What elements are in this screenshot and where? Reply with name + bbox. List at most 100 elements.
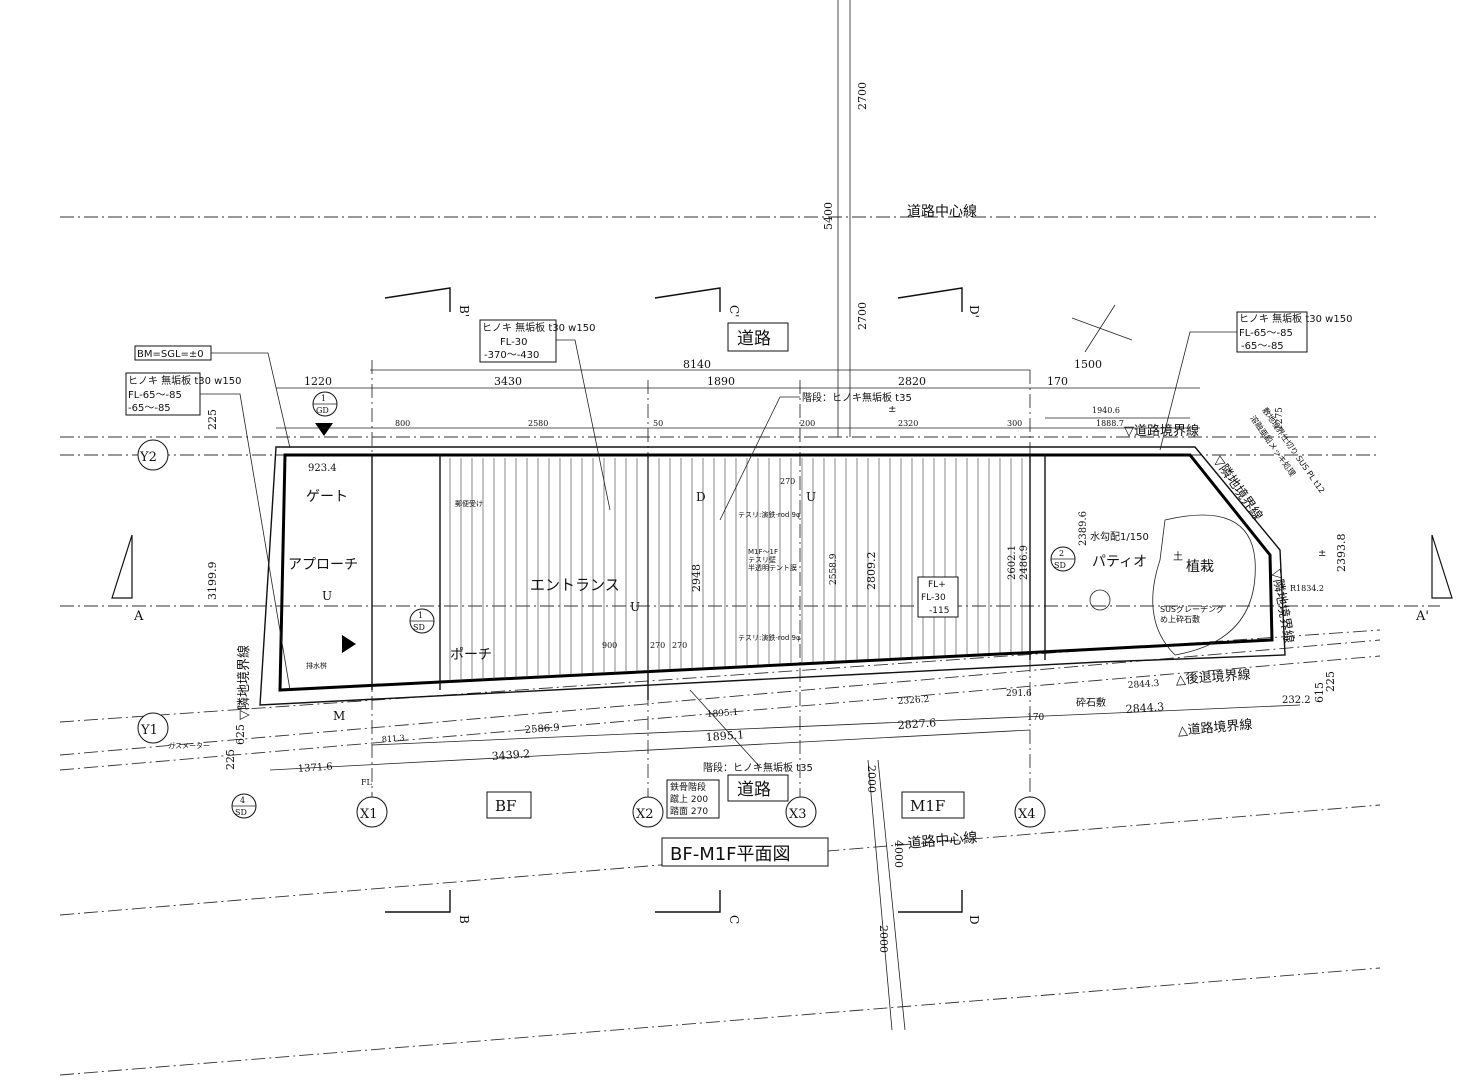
dim-2820: 2820 xyxy=(898,375,926,388)
tag-sd1-type: SD xyxy=(413,623,425,632)
tag-sd1-number: 1 xyxy=(418,611,423,620)
dim-b-811-3: 811.3 xyxy=(382,733,405,744)
section-d2-label: D' xyxy=(967,305,981,318)
dim-1890: 1890 xyxy=(707,375,735,388)
drain-note: 排水桝 xyxy=(306,661,327,670)
site-outline xyxy=(259,446,1286,706)
section-d-label: D xyxy=(967,915,981,925)
finish-right-1: ヒノキ 無垢板 t30 w150 xyxy=(1239,312,1352,325)
patio-drain-icon xyxy=(1089,589,1111,611)
floor-bf-label: BF xyxy=(495,797,516,815)
steel-stair-3: 踏面 270 xyxy=(670,805,708,817)
gravel-label: 砕石敷 xyxy=(1076,696,1106,709)
tag-sd4-number: 4 xyxy=(240,796,245,805)
finish-note-center-box xyxy=(479,319,557,363)
building-outline xyxy=(278,453,1274,692)
dim-1940-6: 1940.6 xyxy=(1092,406,1120,415)
finish-center-1: ヒノキ 無垢板 t30 w150 xyxy=(482,321,595,334)
finish-left-1: ヒノキ 無垢板 t30 w150 xyxy=(128,374,241,387)
section-arrow-a-icon xyxy=(111,534,133,599)
finish-center-3: -370～-430 xyxy=(484,350,539,361)
section-arrow-a2-icon xyxy=(1431,534,1453,599)
section-c-label: C xyxy=(727,915,741,924)
planting-area xyxy=(1152,514,1256,656)
stair-bottom-note: 階段：ヒノキ無垢板 t35 xyxy=(703,761,813,774)
dim-800: 800 xyxy=(395,419,410,428)
tag-d-mark: D xyxy=(696,490,706,504)
room-porch: ポーチ xyxy=(450,647,492,663)
dimension-line-bottom-2 xyxy=(371,704,1301,746)
entry-marker-mid-icon xyxy=(342,635,356,653)
grid-bubble-x3 xyxy=(785,796,817,828)
road-centerline-bottom-label: 道路中心線 xyxy=(907,830,978,852)
dim-b-270-a: 270 xyxy=(650,641,665,650)
dim-b-1895-1-a: 1895.1 xyxy=(707,708,739,720)
dim-top-1500: 1500 xyxy=(1074,358,1102,371)
dim-2580: 2580 xyxy=(528,419,548,428)
section-arrow-d2-icon xyxy=(897,287,963,312)
dim-3430: 3430 xyxy=(494,375,522,388)
leader-finish-left xyxy=(200,393,291,691)
finish-center-2: FL-30 xyxy=(500,337,527,348)
dim-b-270-b: 270 xyxy=(672,641,687,650)
room-approach: アプローチ xyxy=(288,557,358,573)
section-arrow-b2-icon xyxy=(384,287,451,312)
drawing-title: BF-M1F平面図 xyxy=(670,844,791,865)
sus-note-2: め上砕石敷 xyxy=(1160,614,1200,624)
north-arrow-line xyxy=(1071,317,1133,341)
dim-b-232-2: 232.2 xyxy=(1282,695,1311,706)
grid-x1-label: X1 xyxy=(360,807,378,822)
dim-923-4: 923.4 xyxy=(308,463,337,474)
floor-m1f-label: M1F xyxy=(910,797,945,815)
m1f-note-3: 半透明テント膜 xyxy=(748,563,797,572)
dim-top-total: 8140 xyxy=(683,358,711,371)
section-arrow-c2-icon xyxy=(654,287,721,312)
plus-minus-top: ± xyxy=(888,404,896,415)
dim-v-1275: 1275 xyxy=(1275,407,1285,430)
steel-stair-box xyxy=(666,779,720,819)
dim-b-2586-9: 2586.9 xyxy=(524,723,560,736)
dim-v-2602-1: 2602.1 xyxy=(1007,545,1018,580)
dim-b-1895-1-b: 1895.1 xyxy=(705,728,744,744)
dim-v-225-a: 225 xyxy=(206,409,219,430)
dim-b-270-c: 270 xyxy=(780,477,795,486)
m1f-note-1: M1F～1F xyxy=(748,548,778,556)
road-label-bottom-box xyxy=(727,774,789,802)
dim-v-2000-b: 2000 xyxy=(877,925,890,953)
tag-m-mark: M xyxy=(333,709,345,723)
steel-stair-1: 鉄骨階段 xyxy=(670,781,706,793)
finish-right-2: FL-65～-85 xyxy=(1239,328,1293,339)
grid-line-y1 xyxy=(59,629,1381,723)
road-boundary-bottom-label: △道路境界線 xyxy=(1177,717,1253,739)
section-arrow-d-icon xyxy=(898,890,963,913)
grid-x3-label: X3 xyxy=(789,807,807,822)
grid-x2-label: X2 xyxy=(636,807,654,822)
finish-note-left-box xyxy=(125,372,201,416)
finish-left-3: -65～-85 xyxy=(128,403,171,414)
dim-50: 50 xyxy=(653,419,663,428)
dim-v-2486-9: 2486.9 xyxy=(1019,545,1030,580)
leader-stair-top xyxy=(719,396,800,521)
slope-note: 水勾配1/150 xyxy=(1090,530,1149,543)
fl-center-2: FL-30 xyxy=(921,593,946,603)
dim-170: 170 xyxy=(1047,375,1068,388)
sus-note-1: SUSグレーチング xyxy=(1160,604,1224,614)
tag-fl-mark: FL xyxy=(361,778,373,787)
grid-bubble-x1 xyxy=(356,796,388,828)
fl-center-1: FL+ xyxy=(928,580,946,590)
road-centerline-top-label: 道路中心線 xyxy=(907,204,977,220)
dim-v-2809-2: 2809.2 xyxy=(865,552,878,591)
grid-bubble-y1 xyxy=(137,712,169,744)
plus-minus-right: ± xyxy=(1318,548,1326,559)
grid-y1-label: Y1 xyxy=(140,723,158,738)
dim-v-2389-6: 2389.6 xyxy=(1078,511,1089,546)
dim-v-225-c: 225 xyxy=(1324,671,1337,692)
floor-bf-box xyxy=(486,791,532,819)
dim-v-3199-9: 3199.9 xyxy=(206,562,219,601)
room-patio: パティオ xyxy=(1092,554,1147,570)
road-centerline-bottom xyxy=(59,804,1381,916)
dim-b-3439-2: 3439.2 xyxy=(491,747,530,763)
finish-right-3: -65～-85 xyxy=(1241,341,1284,352)
